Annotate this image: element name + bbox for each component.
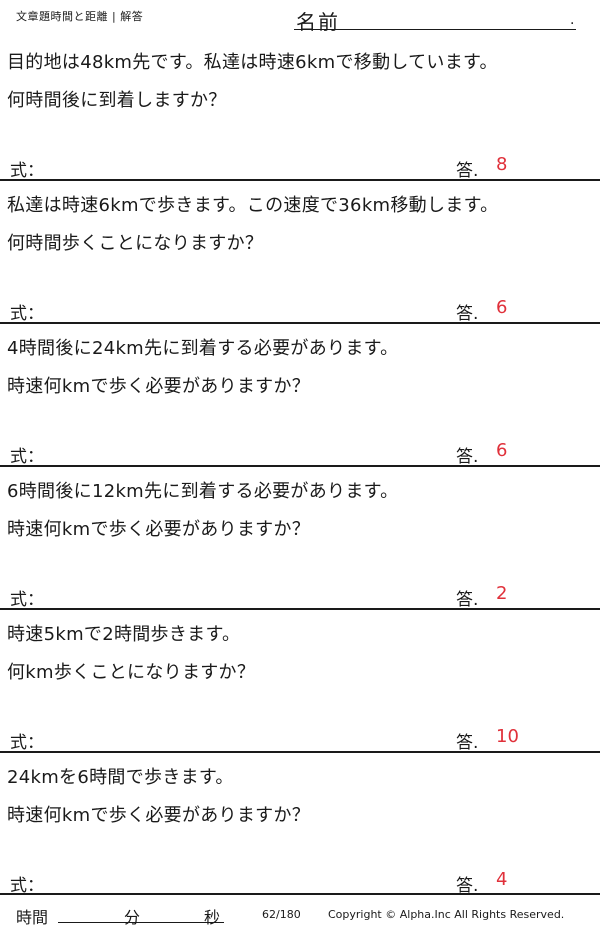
formula-label: 式： (10, 590, 44, 610)
time-field[interactable] (58, 922, 224, 923)
name-dot: . (570, 12, 575, 28)
question-line-2: 時速何kmで歩く必要がありますか？ (7, 376, 311, 397)
problem-1: 目的地は48km先です。私達は時速6kmで移動しています。 何時間後に到着します… (0, 38, 600, 181)
problem-6: 24kmを6時間で歩きます。 時速何kmで歩く必要がありますか？ 式： 答. 4 (0, 753, 600, 896)
time-label: 時間 (16, 908, 49, 927)
question-line-2: 何時間歩くことになりますか？ (7, 233, 264, 254)
question-line-2: 時速何kmで歩く必要がありますか？ (7, 805, 311, 826)
page-number: 62/180 (262, 908, 301, 921)
answer-label: 答. (456, 876, 479, 896)
answer-value: 2 (496, 583, 508, 604)
answer-value: 6 (496, 297, 508, 318)
problem-4: 6時間後に12km先に到着する必要があります。 時速何kmで歩く必要がありますか… (0, 467, 600, 610)
question-line-1: 6時間後に12km先に到着する必要があります。 (7, 481, 399, 502)
problem-list: 目的地は48km先です。私達は時速6kmで移動しています。 何時間後に到着します… (0, 38, 600, 896)
answer-value: 10 (496, 726, 519, 747)
formula-label: 式： (10, 161, 44, 181)
copyright-notice: Copyright © Alpha.Inc All Rights Reserve… (328, 908, 565, 921)
worksheet-footer: 時間 分 秒 62/180 Copyright © Alpha.Inc All … (0, 896, 600, 928)
formula-label: 式： (10, 447, 44, 467)
problem-3: 4時間後に24km先に到着する必要があります。 時速何kmで歩く必要がありますか… (0, 324, 600, 467)
formula-label: 式： (10, 876, 44, 896)
problem-5: 時速5kmで2時間歩きます。 何km歩くことになりますか？ 式： 答. 10 (0, 610, 600, 753)
question-line-1: 4時間後に24km先に到着する必要があります。 (7, 338, 399, 359)
question-line-1: 目的地は48km先です。私達は時速6kmで移動しています。 (7, 52, 498, 73)
answer-label: 答. (456, 590, 479, 610)
question-line-2: 何時間後に到着しますか？ (7, 90, 227, 111)
problem-2: 私達は時速6kmで歩きます。この速度で36km移動します。 何時間歩くことになり… (0, 181, 600, 324)
answer-label: 答. (456, 304, 479, 324)
seconds-label: 秒 (204, 908, 221, 927)
question-line-1: 24kmを6時間で歩きます。 (7, 767, 234, 788)
minutes-label: 分 (124, 908, 141, 927)
formula-label: 式： (10, 304, 44, 324)
question-line-2: 時速何kmで歩く必要がありますか？ (7, 519, 311, 540)
question-line-1: 時速5kmで2時間歩きます。 (7, 624, 241, 645)
answer-label: 答. (456, 733, 479, 753)
worksheet-title: 文章題時間と距離 | 解答 (16, 10, 144, 23)
answer-value: 4 (496, 869, 508, 890)
answer-value: 6 (496, 440, 508, 461)
answer-value: 8 (496, 154, 508, 175)
answer-label: 答. (456, 161, 479, 181)
question-line-2: 何km歩くことになりますか？ (7, 662, 256, 683)
name-field[interactable] (294, 29, 576, 30)
name-label: 名前 (296, 10, 340, 34)
formula-label: 式： (10, 733, 44, 753)
answer-label: 答. (456, 447, 479, 467)
question-line-1: 私達は時速6kmで歩きます。この速度で36km移動します。 (7, 195, 499, 216)
